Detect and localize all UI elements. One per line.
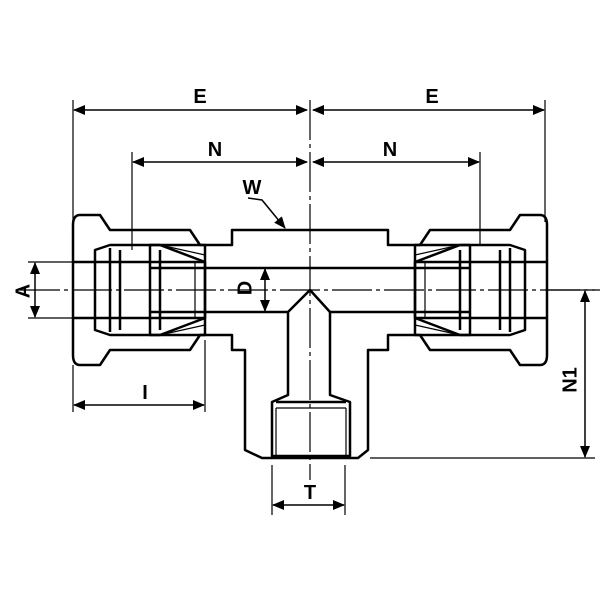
drill-point	[287, 288, 331, 313]
dim-w-leader	[247, 197, 286, 229]
label-n-left: N	[208, 139, 222, 161]
label-t: T	[304, 482, 316, 504]
label-d: D	[234, 281, 256, 295]
label-i: I	[142, 382, 148, 404]
label-n-right: N	[383, 139, 397, 161]
label-e-right: E	[425, 86, 438, 108]
label-n1: N1	[559, 367, 581, 393]
label-a: A	[12, 284, 34, 298]
label-w: W	[243, 177, 262, 199]
label-e-left: E	[193, 86, 206, 108]
